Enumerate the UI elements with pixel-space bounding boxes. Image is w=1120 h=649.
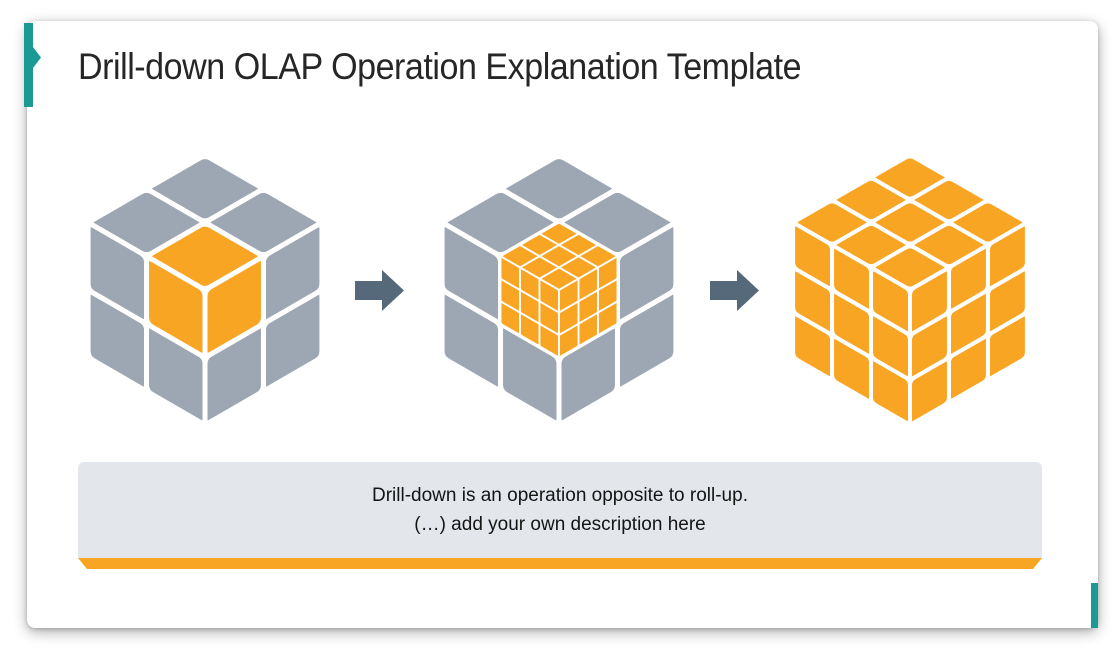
cube-diagram-aggregated: [85, 154, 325, 426]
slide-canvas: Drill-down OLAP Operation Explanation Te…: [24, 21, 1098, 628]
teal-accent-arrow-icon: [24, 23, 41, 107]
description-box: Drill-down is an operation opposite to r…: [78, 462, 1042, 558]
cube-diagram-detailed: [791, 154, 1029, 426]
teal-accent-bar: [1091, 583, 1098, 628]
description-line-1: Drill-down is an operation opposite to r…: [372, 485, 748, 506]
arrow-right-icon: [710, 270, 759, 311]
slide-title: Drill-down OLAP Operation Explanation Te…: [78, 46, 802, 87]
description-line-2: (…) add your own description here: [414, 514, 706, 535]
cube-diagram-drilldown: [439, 154, 679, 426]
arrow-right-icon: [355, 270, 404, 311]
orange-underline-bar: [78, 558, 1042, 569]
